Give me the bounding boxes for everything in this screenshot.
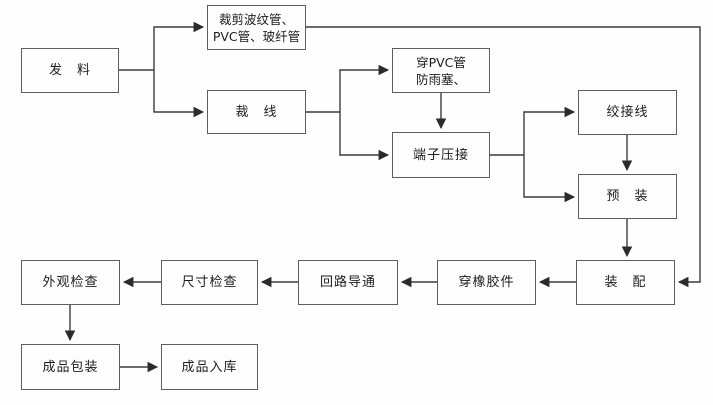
node-jiao-jie-xian-label: 绞接线 xyxy=(606,105,649,120)
node-chuan-xiang-jiao-jian-label: 穿橡胶件 xyxy=(458,275,515,290)
edge-duanzi-to-yuzhuang xyxy=(523,155,576,203)
node-cai-xian-label: 裁 线 xyxy=(235,104,278,120)
node-hui-lu-dao-tong-label: 回路导通 xyxy=(319,275,376,290)
node-chuan-pvc: 穿PVC管 防雨塞、 xyxy=(392,48,490,93)
node-wai-guan-jian-cha-label: 外观检查 xyxy=(42,275,99,290)
node-zhuang-pei: 装 配 xyxy=(576,260,675,305)
node-wai-guan-jian-cha: 外观检查 xyxy=(21,260,120,305)
edge-faliao-to-caijianguan xyxy=(153,21,205,70)
edge-caixian-to-chuanpvc xyxy=(339,64,390,112)
node-chuan-xiang-jiao-jian: 穿橡胶件 xyxy=(437,260,536,305)
node-fa-liao-label: 发 料 xyxy=(48,63,91,78)
node-cai-xian: 裁 线 xyxy=(207,90,306,134)
node-cai-jian-guan-line1: 裁剪波纹管、 xyxy=(218,11,294,27)
node-hui-lu-dao-tong: 回路导通 xyxy=(298,260,398,305)
node-cai-jian-guan-line2: PVC管、玻纤管 xyxy=(212,28,301,44)
node-fa-liao: 发 料 xyxy=(21,48,119,93)
node-cheng-pin-bao-zhuang: 成品包装 xyxy=(21,344,120,390)
edge-caixian-to-duanzi xyxy=(339,112,390,161)
node-chuan-pvc-line1: 穿PVC管 xyxy=(416,54,466,70)
node-cheng-pin-ru-ku-label: 成品入库 xyxy=(181,359,238,375)
node-chi-cun-jian-cha-label: 尺寸检查 xyxy=(181,275,238,290)
node-duan-zi-ya-jie-label: 端子压接 xyxy=(412,147,469,163)
node-zhuang-pei-label: 装 配 xyxy=(604,275,647,290)
node-chi-cun-jian-cha: 尺寸检查 xyxy=(161,260,258,305)
edge-caijianguan-to-zhuangpei xyxy=(306,26,701,288)
node-chuan-pvc-line2: 防雨塞、 xyxy=(415,71,466,87)
edge-duanzi-to-jiaojiexian xyxy=(523,106,576,155)
node-yu-zhuang: 预 装 xyxy=(578,174,677,219)
node-duan-zi-ya-jie: 端子压接 xyxy=(392,132,490,178)
node-cai-jian-guan: 裁剪波纹管、 PVC管、玻纤管 xyxy=(207,5,306,50)
edge-faliao-to-caixian xyxy=(153,70,205,118)
node-cheng-pin-ru-ku: 成品入库 xyxy=(161,344,258,390)
node-yu-zhuang-label: 预 装 xyxy=(606,189,649,204)
node-jiao-jie-xian: 绞接线 xyxy=(578,90,677,135)
node-cheng-pin-bao-zhuang-label: 成品包装 xyxy=(42,359,99,375)
